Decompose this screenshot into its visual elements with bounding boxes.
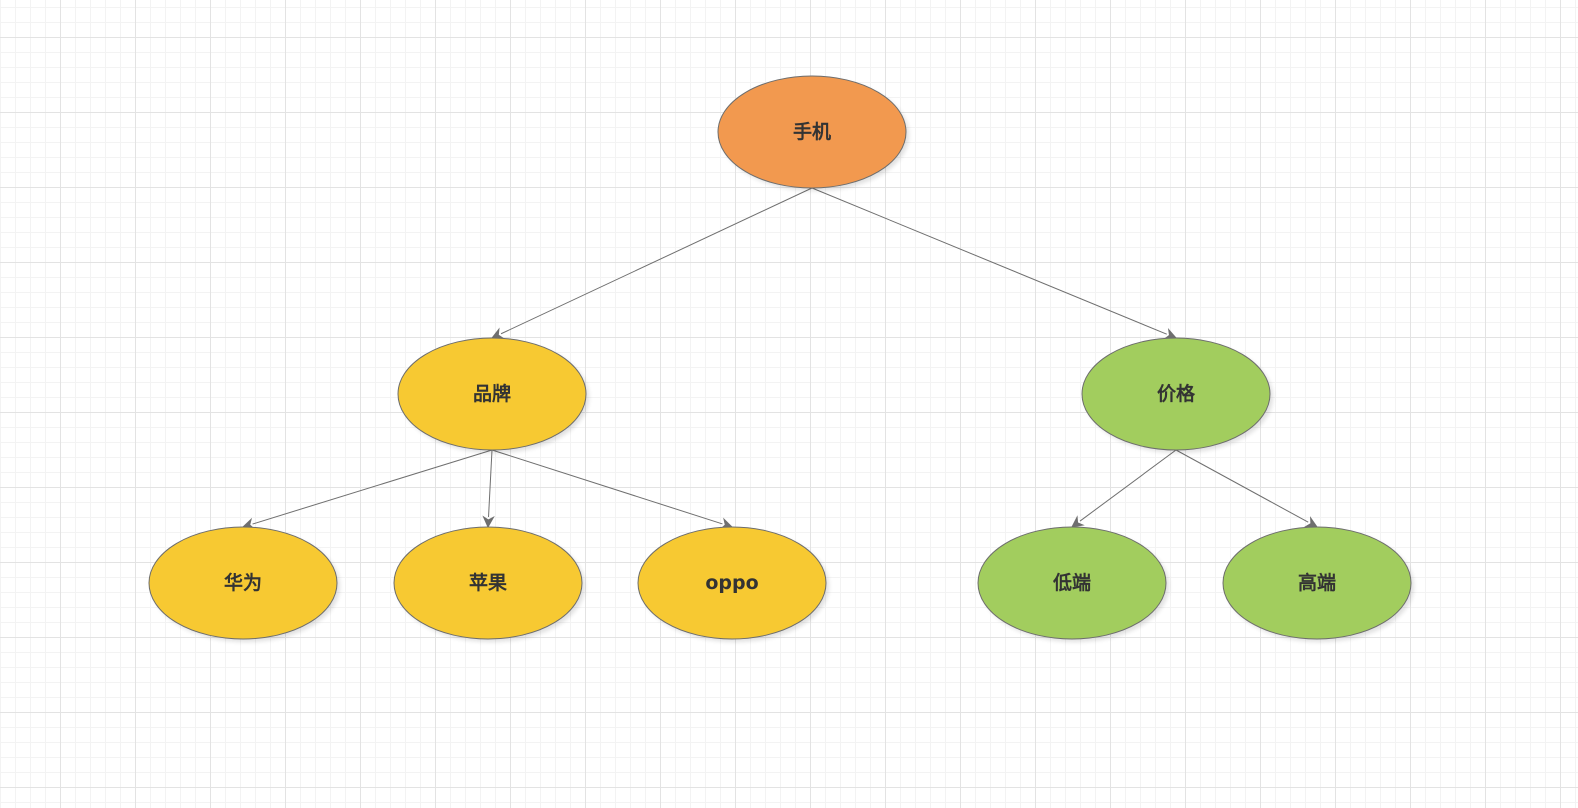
edge-root-to-brand (500, 187, 813, 335)
node-label-price: 价格 (1157, 382, 1196, 405)
node-label-brand: 品牌 (473, 382, 511, 405)
edge-brand-to-oppo (491, 449, 723, 525)
node-ellipse (637, 526, 827, 640)
node-huawei[interactable]: 华为 (148, 526, 340, 642)
node-label-root: 手机 (793, 120, 831, 143)
node-high-end[interactable]: 高端 (1222, 526, 1414, 642)
node-label-huawei: 华为 (224, 571, 262, 594)
node-label-apple: 苹果 (469, 571, 507, 594)
node-low-end[interactable]: 低端 (977, 526, 1169, 642)
node-ellipse (148, 526, 338, 640)
edge-brand-to-huawei (252, 449, 493, 525)
edge-root-to-price (811, 187, 1167, 335)
connector-lines (241, 187, 1318, 530)
edge-price-to-high_end (1175, 449, 1309, 523)
arrowhead-high_end (1304, 516, 1318, 528)
node-price[interactable]: 价格 (1081, 337, 1273, 453)
edge-brand-to-apple (488, 449, 493, 518)
node-ellipse (717, 75, 907, 189)
edge-price-to-low_end (1079, 449, 1177, 522)
node-ellipse (397, 337, 587, 451)
node-label-oppo: oppo (705, 572, 758, 594)
arrowhead-apple (482, 515, 495, 529)
node-root[interactable]: 手机 (717, 75, 909, 191)
node-ellipse (1081, 337, 1271, 451)
node-brand[interactable]: 品牌 (397, 337, 589, 453)
node-label-high-end: 高端 (1298, 571, 1336, 594)
node-ellipse (1222, 526, 1412, 640)
node-apple[interactable]: 苹果 (393, 526, 585, 642)
node-ellipse (977, 526, 1167, 640)
node-ellipse (393, 526, 583, 640)
node-label-low-end: 低端 (1052, 571, 1091, 594)
node-oppo[interactable]: oppo (637, 526, 829, 642)
arrowhead-low_end (1071, 515, 1085, 528)
